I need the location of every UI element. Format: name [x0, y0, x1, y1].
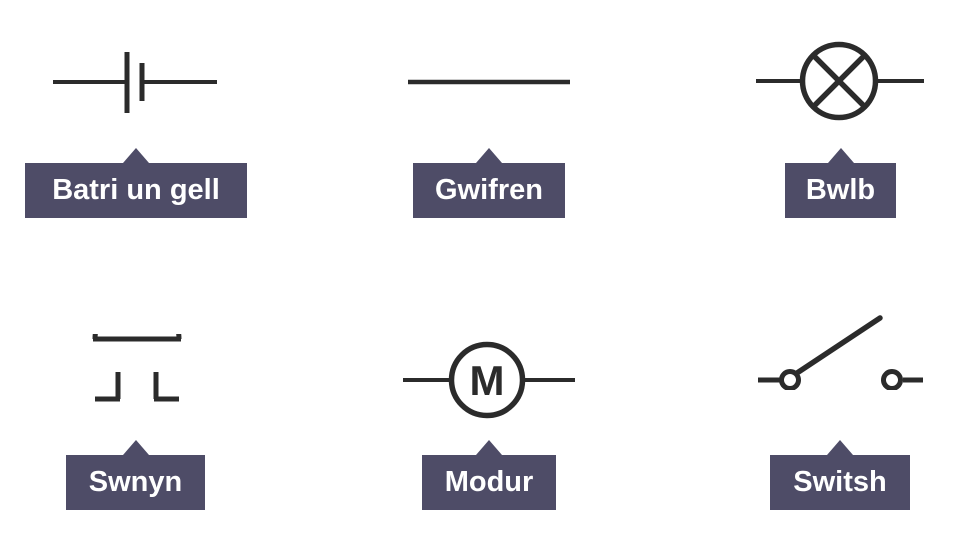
motor-letter: M [470, 357, 505, 404]
buzzer-label: Swnyn [66, 440, 205, 510]
motor-label: Modur [422, 440, 556, 510]
buzzer-icon [92, 334, 182, 402]
switch-label: Switsh [770, 440, 910, 510]
motor-icon: M [403, 341, 575, 419]
battery-single-cell-icon [53, 52, 217, 113]
wire-label: Gwifren [413, 148, 565, 218]
wire-icon [408, 79, 570, 85]
switch-icon [758, 315, 923, 390]
bulb-label: Bwlb [785, 148, 896, 218]
battery-single-cell-label: Batri un gell [25, 148, 247, 218]
bulb-icon [756, 41, 924, 121]
